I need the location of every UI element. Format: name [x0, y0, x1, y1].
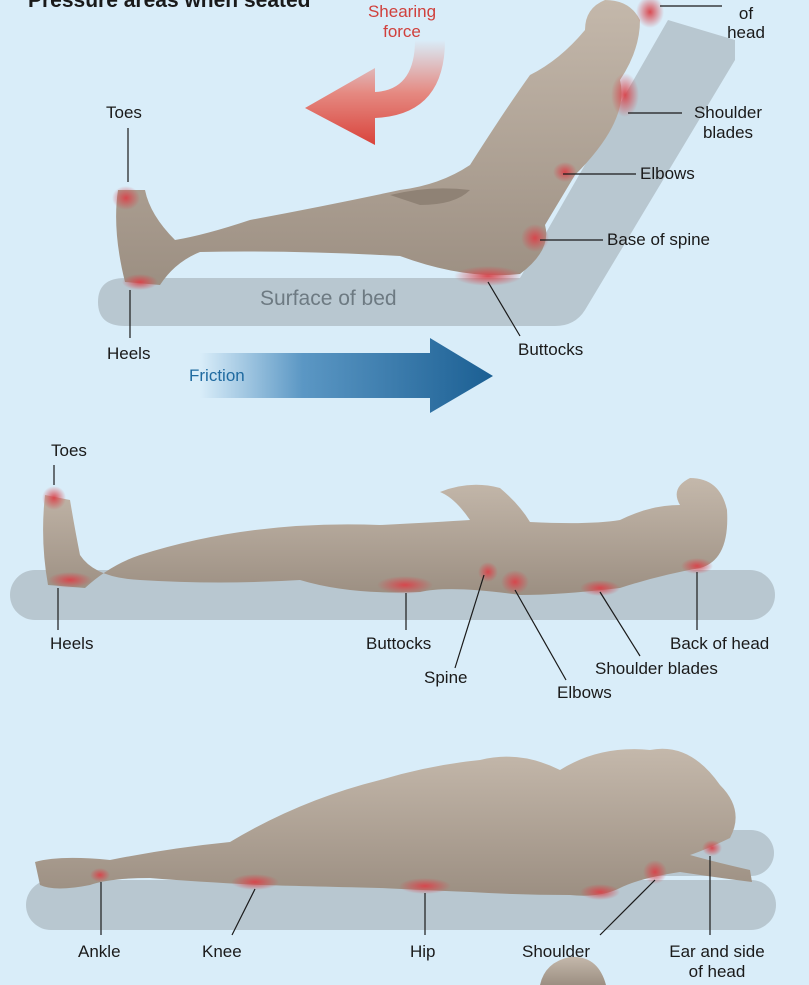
bed-surface-label: Surface of bed — [260, 287, 397, 311]
label-shoulder: Shoulder — [522, 942, 590, 962]
label-buttocks-top: Buttocks — [518, 340, 583, 360]
figure-side-lying — [35, 749, 752, 900]
label-elbows-top: Elbows — [640, 164, 695, 184]
shear-arrow — [305, 40, 445, 145]
label-shoulder-blades-top: Shoulder blades — [688, 103, 768, 142]
label-elbows-middle: Elbows — [557, 683, 612, 703]
shear-label: Shearing force — [364, 2, 440, 43]
label-shoulder-blades-middle: Shoulder blades — [595, 659, 718, 679]
label-ear-and-side-of-head: Ear and side of head — [664, 942, 770, 981]
label-heels-middle: Heels — [50, 634, 93, 654]
friction-label: Friction — [189, 366, 245, 386]
shear-label-text: Shearing force — [368, 2, 436, 41]
label-spine: Spine — [424, 668, 467, 688]
label-back-of-head-middle: Back of head — [670, 634, 769, 654]
scene-top — [98, 0, 735, 413]
label-hip: Hip — [410, 942, 436, 962]
diagram-title: Pressure areas when seated — [28, 0, 311, 13]
label-back-of-head-top: Back of head — [722, 0, 770, 43]
label-ankle: Ankle — [78, 942, 121, 962]
label-buttocks-middle: Buttocks — [366, 634, 431, 654]
label-toes-middle: Toes — [51, 441, 87, 461]
label-toes-top: Toes — [106, 103, 142, 123]
label-base-of-spine: Base of spine — [607, 230, 710, 250]
figure-supine — [42, 478, 727, 596]
label-heels-top: Heels — [107, 344, 150, 364]
label-knee: Knee — [202, 942, 242, 962]
